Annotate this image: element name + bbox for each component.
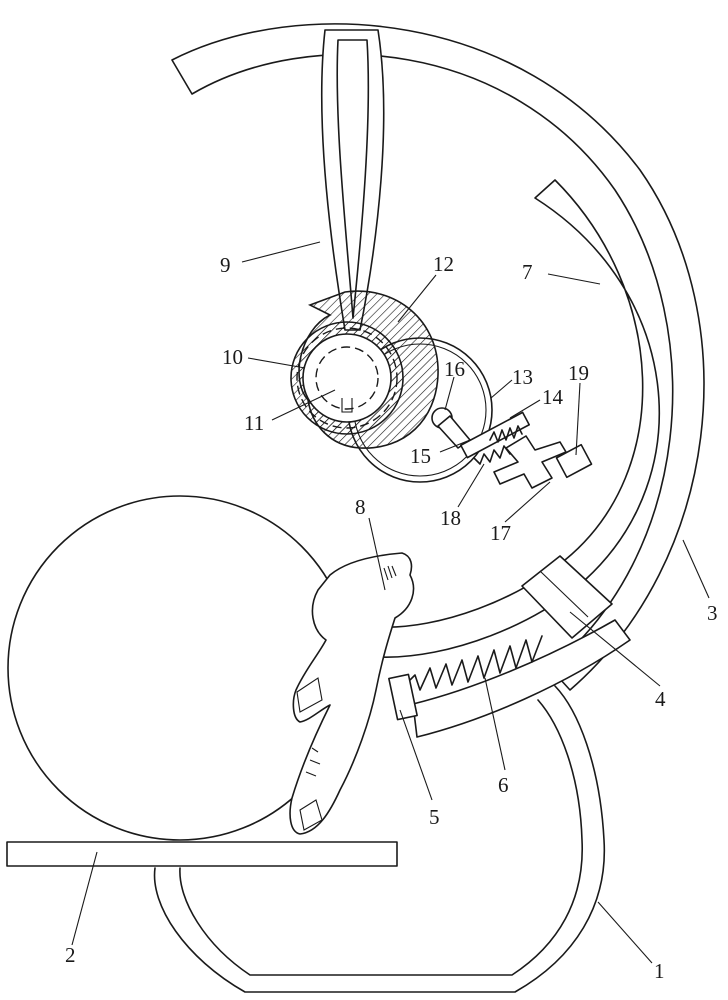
- label-part-12: 12: [433, 252, 454, 276]
- cross-slider: [493, 435, 567, 489]
- label-part-1: 1: [654, 959, 665, 983]
- hand: [289, 552, 415, 835]
- label-part-8: 8: [355, 495, 366, 519]
- label-part-18: 18: [440, 506, 461, 530]
- shaft-inner-dashed: [315, 346, 379, 410]
- label-part-16: 16: [444, 357, 465, 381]
- label-part-19: 19: [568, 361, 589, 385]
- shaft-key: [341, 398, 353, 413]
- label-part-3: 3: [707, 601, 718, 625]
- spring-lower: [473, 445, 511, 465]
- outer-arc-band: [171, 23, 705, 691]
- end-block: [555, 443, 593, 479]
- base-frame: [153, 685, 606, 993]
- label-part-7: 7: [522, 260, 533, 284]
- label-part-13: 13: [512, 365, 533, 389]
- lower-arc-piece: [412, 619, 631, 738]
- spring-upper: [489, 425, 523, 443]
- label-part-2: 2: [65, 943, 76, 967]
- label-part-11: 11: [244, 411, 264, 435]
- label-part-17: 17: [490, 521, 511, 545]
- label-part-4: 4: [655, 687, 666, 711]
- platform-plate: [6, 841, 398, 867]
- label-part-14: 14: [542, 385, 564, 409]
- label-part-5: 5: [429, 805, 440, 829]
- leader-lines: [71, 241, 710, 964]
- clamp-block-line: [539, 570, 589, 618]
- spring: [404, 635, 543, 691]
- tweezers: [320, 29, 385, 331]
- label-part-10: 10: [222, 345, 243, 369]
- label-part-6: 6: [498, 773, 509, 797]
- label-part-15: 15: [410, 444, 431, 468]
- stop-block: [388, 673, 418, 721]
- label-part-9: 9: [220, 253, 231, 277]
- shaft-outer-dashed: [296, 327, 398, 429]
